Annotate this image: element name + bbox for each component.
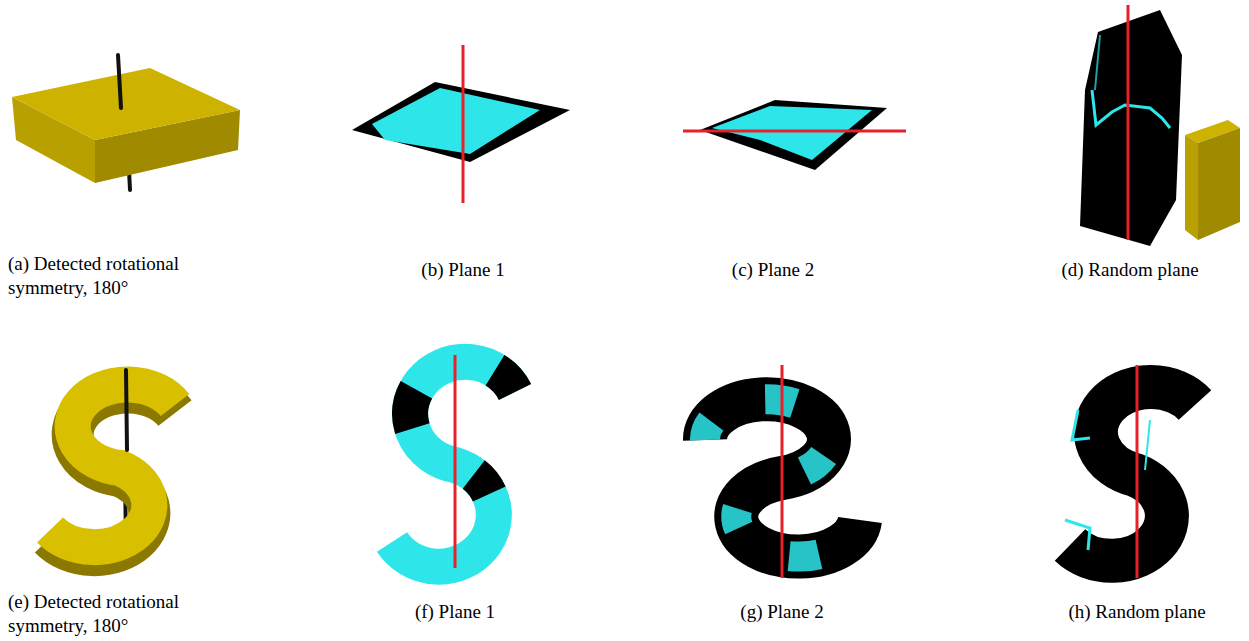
subfigure-caption: (e) Detected rotational symmetry, 180° — [8, 590, 258, 638]
subfigure-caption: (g) Plane 2 — [722, 600, 842, 624]
random-plane-d — [1080, 5, 1240, 246]
s-shape-g — [705, 365, 860, 578]
subfigure-caption: (f) Plane 1 — [395, 600, 515, 624]
subfigure-caption: (a) Detected rotational symmetry, 180° — [8, 252, 258, 300]
subfigure-caption: (c) Plane 2 — [713, 258, 833, 282]
plane-slab-b — [352, 45, 570, 203]
plane-slab-c — [683, 100, 906, 170]
subfigure-caption: (d) Random plane — [1040, 258, 1220, 282]
subfigure-caption: (h) Random plane — [1047, 600, 1227, 624]
gold-slab — [12, 55, 240, 190]
s-shape-f — [392, 355, 515, 568]
s-shape-h — [1065, 365, 1195, 578]
subfigure-caption: (b) Plane 1 — [403, 258, 523, 282]
gold-s-shape — [50, 370, 175, 555]
